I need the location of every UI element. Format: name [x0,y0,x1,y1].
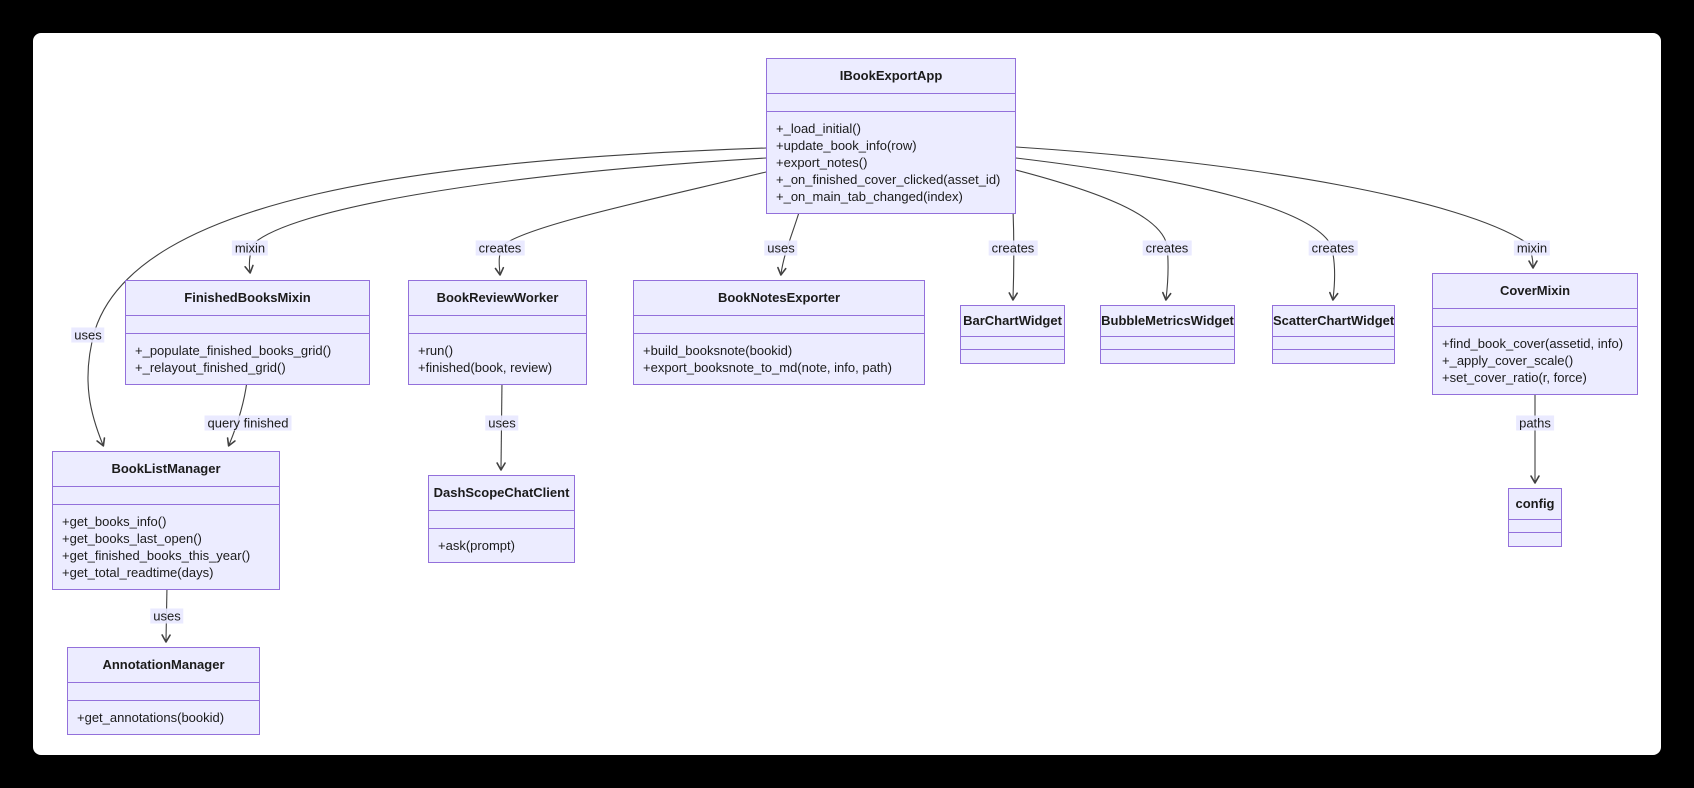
class-title: CoverMixin [1433,274,1637,309]
class-methods-compartment: +_populate_finished_books_grid() +_relay… [126,334,369,384]
method-label: +run() [418,343,454,358]
edge-label-creates: creates [1308,240,1358,256]
edge-label-mixin: mixin [231,240,269,256]
class-title: BarChartWidget [961,306,1064,337]
class-box-barchartwidget: BarChartWidget [960,305,1065,364]
class-attributes-compartment [767,94,1015,112]
method-label: +build_booksnote(bookid) [643,343,793,358]
class-title: BubbleMetricsWidget [1101,306,1234,337]
method-label: +_load_initial() [776,121,861,136]
class-title: DashScopeChatClient [429,476,574,511]
class-title: BookNotesExporter [634,281,924,316]
class-attributes-compartment [68,683,259,701]
class-attributes-compartment [409,316,586,334]
class-methods-compartment: +ask(prompt) [429,529,574,562]
class-box-annotationmanager: AnnotationManager +get_annotations(booki… [67,647,260,735]
edge-label-mixin: mixin [1513,240,1551,256]
class-attributes-compartment [961,337,1064,350]
class-methods-compartment [961,350,1064,363]
class-methods-compartment: +get_books_info() +get_books_last_open()… [53,505,279,589]
class-title: config [1509,489,1561,520]
class-box-dashscopechatclient: DashScopeChatClient +ask(prompt) [428,475,575,563]
class-methods-compartment [1273,350,1394,363]
class-box-booknotesexporter: BookNotesExporter +build_booksnote(booki… [633,280,925,385]
method-label: +get_total_readtime(days) [62,565,214,580]
method-label: +get_books_info() [62,514,167,529]
class-attributes-compartment [634,316,924,334]
class-attributes-compartment [1101,337,1234,350]
class-title: IBookExportApp [767,59,1015,94]
edge-label-creates: creates [988,240,1038,256]
class-methods-compartment [1509,533,1561,546]
method-label: +find_book_cover(assetid, info) [1442,336,1624,351]
method-label: +_relayout_finished_grid() [135,360,286,375]
edge-label-uses: uses [71,327,105,343]
class-box-covermixin: CoverMixin +find_book_cover(assetid, inf… [1432,273,1638,395]
edge-label-uses: uses [485,415,519,431]
class-attributes-compartment [1509,520,1561,533]
class-box-ibookexportapp: IBookExportApp +_load_initial() +update_… [766,58,1016,214]
edge-label-paths: paths [1516,415,1554,431]
class-attributes-compartment [1433,309,1637,327]
class-methods-compartment: +run() +finished(book, review) [409,334,586,384]
class-methods-compartment [1101,350,1234,363]
class-attributes-compartment [429,511,574,529]
class-title: ScatterChartWidget [1273,306,1394,337]
method-label: +get_books_last_open() [62,531,202,546]
edge-label-creates: creates [475,240,525,256]
class-box-scatterchartwidget: ScatterChartWidget [1272,305,1395,364]
method-label: +_on_main_tab_changed(index) [776,189,963,204]
class-title: AnnotationManager [68,648,259,683]
edge-label-creates: creates [1142,240,1192,256]
class-methods-compartment: +build_booksnote(bookid) +export_booksno… [634,334,924,384]
method-label: +get_finished_books_this_year() [62,548,251,563]
method-label: +update_book_info(row) [776,138,917,153]
edge-label-uses: uses [764,240,798,256]
method-label: +_apply_cover_scale() [1442,353,1574,368]
class-methods-compartment: +find_book_cover(assetid, info) +_apply_… [1433,327,1637,394]
class-title: BookListManager [53,452,279,487]
class-title: BookReviewWorker [409,281,586,316]
class-box-booklistmanager: BookListManager +get_books_info() +get_b… [52,451,280,590]
method-label: +_on_finished_cover_clicked(asset_id) [776,172,1001,187]
edge-label-uses: uses [150,608,184,624]
class-title: FinishedBooksMixin [126,281,369,316]
class-box-bookreviewworker: BookReviewWorker +run() +finished(book, … [408,280,587,385]
class-box-finishedbooksmixin: FinishedBooksMixin +_populate_finished_b… [125,280,370,385]
class-box-config: config [1508,488,1562,547]
method-label: +get_annotations(bookid) [77,710,225,725]
class-attributes-compartment [126,316,369,334]
method-label: +_populate_finished_books_grid() [135,343,332,358]
method-label: +ask(prompt) [438,538,515,553]
method-label: +export_notes() [776,155,868,170]
method-label: +finished(book, review) [418,360,553,375]
edge-label-query-finished: query finished [204,415,292,431]
method-label: +set_cover_ratio(r, force) [1442,370,1587,385]
class-box-bubblemetricswidget: BubbleMetricsWidget [1100,305,1235,364]
class-methods-compartment: +get_annotations(bookid) [68,701,259,734]
class-methods-compartment: +_load_initial() +update_book_info(row) … [767,112,1015,213]
class-attributes-compartment [53,487,279,505]
class-attributes-compartment [1273,337,1394,350]
method-label: +export_booksnote_to_md(note, info, path… [643,360,892,375]
